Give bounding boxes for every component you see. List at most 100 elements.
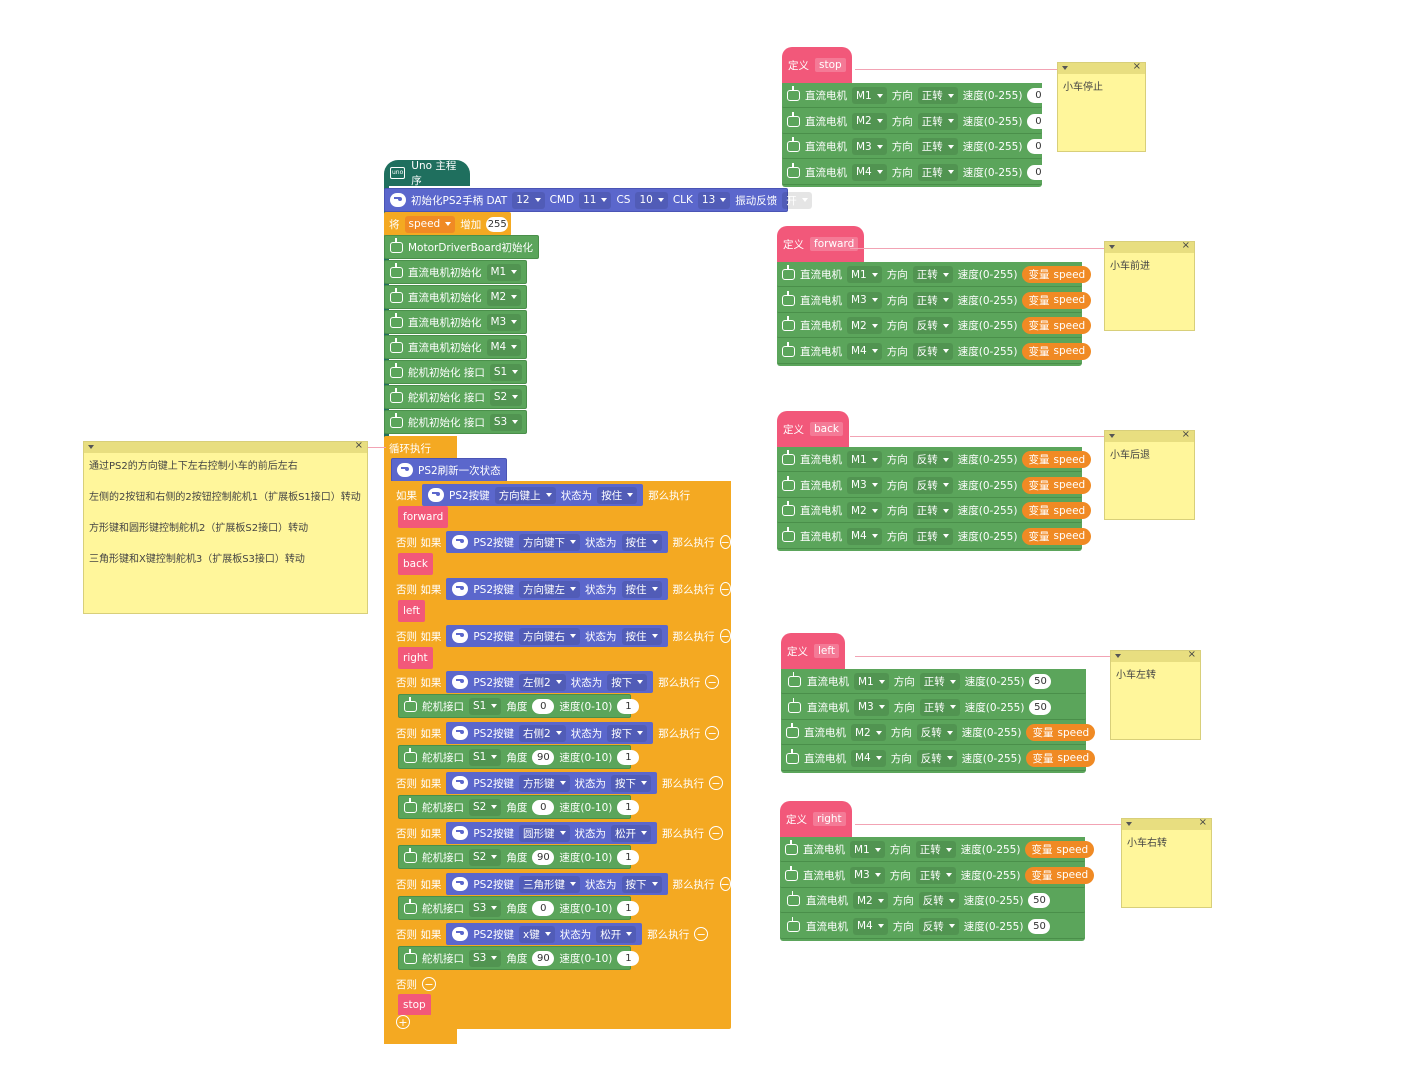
ps2-state-dropdown[interactable]: 松开 bbox=[611, 824, 652, 842]
ps2-key-dropdown[interactable]: x键 bbox=[519, 925, 555, 943]
servo-port-dropdown[interactable]: S1 bbox=[469, 748, 502, 766]
direction-dropdown[interactable]: 正转 bbox=[912, 502, 953, 519]
speed-value[interactable]: 1 bbox=[617, 749, 640, 765]
remove-branch-icon[interactable]: − bbox=[705, 726, 720, 740]
direction-dropdown[interactable]: 正转 bbox=[917, 87, 958, 104]
procedure-call-back[interactable]: back bbox=[398, 553, 433, 575]
ps2-state-dropdown[interactable]: 按住 bbox=[621, 533, 662, 551]
ps2-key-dropdown[interactable]: 左侧2 bbox=[519, 673, 566, 691]
motor-port-dropdown[interactable]: M4 bbox=[847, 527, 882, 545]
direction-dropdown[interactable]: 正转 bbox=[912, 527, 953, 545]
ps2-state-dropdown[interactable]: 按住 bbox=[621, 580, 662, 598]
note-left[interactable]: ×小车左转 bbox=[1110, 649, 1201, 740]
direction-dropdown[interactable]: 反转 bbox=[916, 724, 957, 741]
procedure-name[interactable]: right bbox=[813, 812, 846, 826]
remove-branch-icon[interactable]: − bbox=[719, 629, 731, 643]
angle-value[interactable]: 0 bbox=[532, 900, 555, 916]
speed-value[interactable]: 50 bbox=[1029, 699, 1052, 715]
direction-dropdown[interactable]: 反转 bbox=[912, 317, 953, 334]
angle-value[interactable]: 0 bbox=[532, 698, 555, 714]
note-collapse-icon[interactable] bbox=[1115, 654, 1121, 658]
mdb-init-block[interactable]: MotorDriverBoard初始化 bbox=[384, 235, 539, 259]
note-collapse-icon[interactable] bbox=[1109, 245, 1115, 249]
speed-value[interactable]: 0 bbox=[1027, 88, 1050, 103]
clk-dropdown[interactable]: 13 bbox=[697, 191, 731, 209]
note-collapse-icon[interactable] bbox=[1109, 434, 1115, 438]
ps2-state-dropdown[interactable]: 按住 bbox=[621, 627, 662, 645]
motor-port-dropdown[interactable]: M1 bbox=[486, 263, 522, 281]
note-collapse-icon[interactable] bbox=[1062, 66, 1068, 70]
motor-port-dropdown[interactable]: M3 bbox=[486, 313, 522, 331]
ps2-button-condition[interactable]: PS2按键方向键下状态为按住 bbox=[446, 531, 668, 553]
ps2-key-dropdown[interactable]: 右侧2 bbox=[519, 724, 566, 742]
motor-port-dropdown[interactable]: M4 bbox=[853, 917, 888, 935]
ps2-button-condition[interactable]: PS2按键方向键上状态为按住 bbox=[422, 484, 644, 506]
angle-value[interactable]: 90 bbox=[532, 950, 555, 966]
increase-value[interactable]: 255 bbox=[486, 216, 509, 232]
ps2-key-dropdown[interactable]: 方形键 bbox=[519, 774, 570, 792]
direction-dropdown[interactable]: 正转 bbox=[919, 698, 960, 716]
motor-port-dropdown[interactable]: M2 bbox=[847, 502, 882, 519]
motor-port-dropdown[interactable]: M2 bbox=[847, 317, 882, 334]
motor-port-dropdown[interactable]: M1 bbox=[852, 87, 887, 104]
variable-dropdown[interactable]: speed bbox=[404, 215, 456, 233]
direction-dropdown[interactable]: 正转 bbox=[912, 291, 953, 309]
ps2-state-dropdown[interactable]: 按住 bbox=[597, 486, 638, 504]
else-row[interactable]: 否则− bbox=[391, 972, 731, 996]
ps2-state-dropdown[interactable]: 松开 bbox=[596, 925, 637, 943]
remove-branch-icon[interactable]: − bbox=[694, 927, 709, 941]
ps2-state-dropdown[interactable]: 按下 bbox=[607, 724, 648, 742]
ps2-state-dropdown[interactable]: 按下 bbox=[621, 875, 662, 893]
ps2-key-dropdown[interactable]: 圆形键 bbox=[519, 824, 570, 842]
close-icon[interactable]: × bbox=[1181, 240, 1190, 251]
ps2-state-dropdown[interactable]: 按下 bbox=[611, 774, 652, 792]
remove-branch-icon[interactable]: − bbox=[709, 826, 724, 840]
speed-value[interactable]: 1 bbox=[617, 950, 640, 966]
procedure-name[interactable]: back bbox=[810, 422, 843, 436]
procedure-call-left[interactable]: left bbox=[398, 600, 426, 622]
ps2-key-dropdown[interactable]: 方向键下 bbox=[519, 533, 581, 551]
servo-port-dropdown[interactable]: S2 bbox=[469, 848, 502, 866]
speed-value[interactable]: 50 bbox=[1029, 674, 1052, 689]
procedure-call-forward[interactable]: forward bbox=[398, 506, 449, 528]
close-icon[interactable]: × bbox=[1198, 817, 1207, 828]
remove-branch-icon[interactable]: − bbox=[422, 977, 436, 991]
direction-dropdown[interactable]: 正转 bbox=[915, 841, 956, 858]
speed-value[interactable]: 1 bbox=[617, 849, 640, 865]
remove-branch-icon[interactable]: − bbox=[705, 675, 720, 689]
change-variable-block[interactable]: 将 speed 增加 255 bbox=[384, 212, 511, 236]
motor-port-dropdown[interactable]: M3 bbox=[850, 866, 885, 884]
servo-port-dropdown[interactable]: S2 bbox=[489, 388, 523, 406]
remove-branch-icon[interactable]: − bbox=[719, 582, 731, 596]
close-icon[interactable]: × bbox=[354, 440, 363, 451]
